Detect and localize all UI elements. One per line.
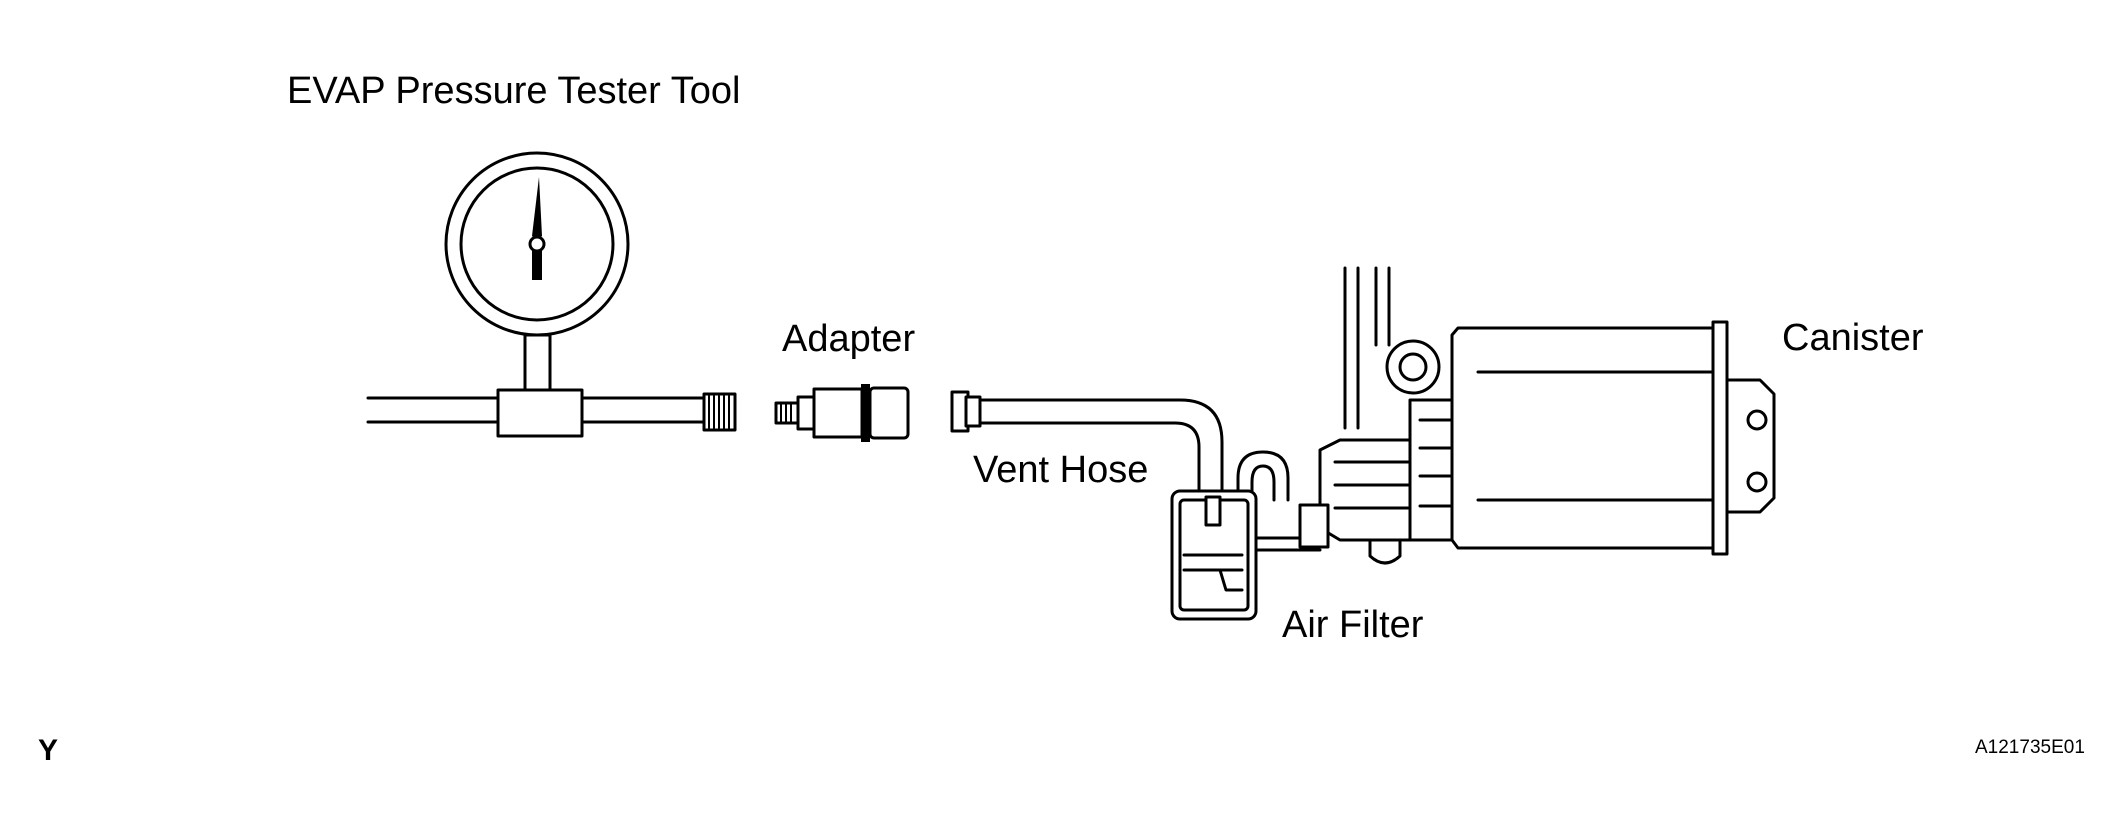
vent-hose-label: Vent Hose [973, 449, 1148, 491]
pressure-gauge [444, 151, 630, 337]
canister-label: Canister [1782, 317, 1924, 359]
adapter [774, 384, 910, 442]
gauge-needle [532, 177, 542, 240]
corner-mark: Y [38, 734, 58, 767]
air-filter [1170, 489, 1322, 621]
pressure-tester-tool [366, 151, 737, 438]
tool-label: EVAP Pressure Tester Tool [287, 70, 740, 112]
figure-code: A121735E01 [1975, 737, 2085, 758]
air-filter-label: Air Filter [1282, 604, 1424, 646]
adapter-label: Adapter [782, 318, 915, 360]
tool-connector [702, 392, 737, 432]
canister [1298, 266, 1776, 565]
